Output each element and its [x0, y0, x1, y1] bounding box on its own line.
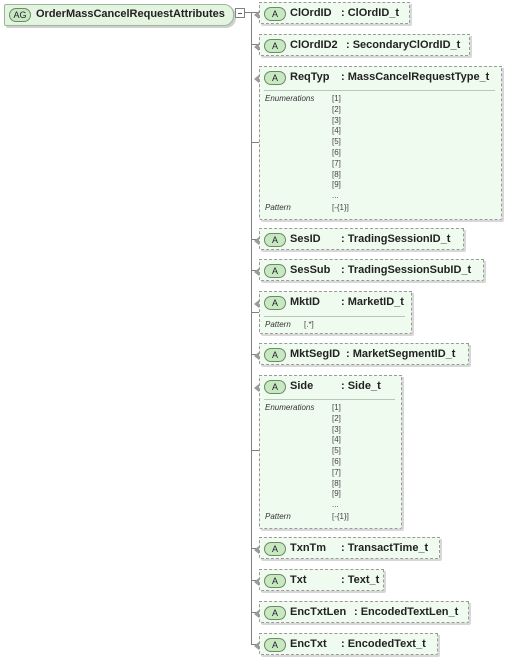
attribute-node-mktid[interactable]: A MktID : MarketID_t Pattern [.*]	[254, 291, 412, 334]
branch-line	[251, 142, 259, 143]
attribute-node-side[interactable]: A Side : Side_t Enumerations [1] [2] [3]…	[254, 375, 402, 529]
attribute-type: : SecondaryClOrdID_t	[346, 39, 461, 51]
attribute-group-badge-icon: AG	[9, 8, 31, 22]
attribute-group-node[interactable]: AG OrderMassCancelRequestAttributes	[4, 4, 234, 26]
enumerations-label: Enumerations	[265, 403, 315, 412]
attribute-connector-icon	[254, 300, 259, 308]
attribute-node-mktsegid[interactable]: A MktSegID : MarketSegmentID_t	[254, 343, 469, 365]
attribute-badge-icon: A	[264, 296, 286, 310]
attribute-name: MktSegID	[290, 348, 341, 360]
attribute-connector-icon	[254, 43, 259, 51]
attribute-badge-icon: A	[264, 638, 286, 652]
attribute-badge-icon: A	[264, 542, 286, 556]
attribute-type: : TradingSessionSubID_t	[341, 264, 472, 276]
pattern-label: Pattern	[265, 320, 291, 329]
attribute-name: MktID	[290, 296, 320, 308]
attribute-badge-icon: A	[264, 348, 286, 362]
attribute-name: TxnTm	[290, 542, 327, 554]
connector-line	[244, 12, 251, 13]
attribute-node-txt[interactable]: A Txt : Text_t	[254, 569, 384, 591]
attribute-name: Side	[290, 380, 314, 392]
attribute-connector-icon	[254, 352, 259, 360]
attribute-connector-icon	[254, 237, 259, 245]
attribute-connector-icon	[254, 75, 259, 83]
attribute-connector-icon	[254, 11, 259, 19]
pattern-value: [-{1}]	[332, 203, 349, 212]
pattern-value: [-{1}]	[332, 512, 349, 521]
attribute-node-enctxt[interactable]: A EncTxt : EncodedText_t	[254, 633, 438, 655]
attribute-name: ReqTyp	[290, 71, 330, 83]
enumerations-label: Enumerations	[265, 94, 315, 103]
attribute-badge-icon: A	[264, 574, 286, 588]
attribute-name: ClOrdID	[290, 7, 332, 19]
attribute-type: : Text_t	[341, 574, 380, 586]
attribute-node-sesid[interactable]: A SesID : TradingSessionID_t	[254, 228, 464, 250]
attribute-connector-icon	[254, 268, 259, 276]
attribute-node-clordid[interactable]: A ClOrdID : ClOrdID_t	[254, 2, 410, 24]
attribute-connector-icon	[254, 578, 259, 586]
attribute-name: EncTxt	[290, 638, 327, 650]
collapse-toggle-icon[interactable]	[235, 8, 245, 18]
attribute-type: : Side_t	[341, 380, 381, 392]
attribute-name: ClOrdID2	[290, 39, 338, 51]
attribute-node-clordid2[interactable]: A ClOrdID2 : SecondaryClOrdID_t	[254, 34, 470, 56]
attribute-type: : EncodedTextLen_t	[354, 606, 459, 618]
attribute-connector-icon	[254, 546, 259, 554]
branch-line	[251, 450, 259, 451]
facet-separator	[264, 316, 405, 317]
tree-trunk-line	[251, 12, 252, 644]
attribute-badge-icon: A	[264, 39, 286, 53]
attribute-group-title: OrderMassCancelRequestAttributes	[36, 8, 225, 20]
attribute-connector-icon	[254, 384, 259, 392]
enumerations-values: [1] [2] [3] [4] [5] [6] [7] [8] [9] ...	[332, 403, 341, 510]
attribute-node-reqtyp[interactable]: A ReqTyp : MassCancelRequestType_t Enume…	[254, 66, 502, 220]
attribute-name: Txt	[290, 574, 307, 586]
attribute-badge-icon: A	[264, 233, 286, 247]
attribute-badge-icon: A	[264, 7, 286, 21]
attribute-badge-icon: A	[264, 380, 286, 394]
attribute-type: : TransactTime_t	[341, 542, 429, 554]
attribute-badge-icon: A	[264, 71, 286, 85]
attribute-connector-icon	[254, 642, 259, 650]
attribute-badge-icon: A	[264, 264, 286, 278]
attribute-node-enctxtlen[interactable]: A EncTxtLen : EncodedTextLen_t	[254, 601, 469, 623]
attribute-type: : MassCancelRequestType_t	[341, 71, 490, 83]
attribute-type: : MarketSegmentID_t	[346, 348, 456, 360]
attribute-type: : ClOrdID_t	[341, 7, 400, 19]
attribute-type: : EncodedText_t	[341, 638, 426, 650]
pattern-label: Pattern	[265, 512, 291, 521]
pattern-label: Pattern	[265, 203, 291, 212]
attribute-node-sessub[interactable]: A SesSub : TradingSessionSubID_t	[254, 259, 484, 281]
attribute-name: SesSub	[290, 264, 331, 276]
attribute-name: EncTxtLen	[290, 606, 347, 618]
attribute-type: : TradingSessionID_t	[341, 233, 451, 245]
pattern-value: [.*]	[304, 320, 314, 329]
attribute-connector-icon	[254, 610, 259, 618]
attribute-name: SesID	[290, 233, 321, 245]
branch-line	[251, 312, 259, 313]
attribute-type: : MarketID_t	[341, 296, 404, 308]
attribute-badge-icon: A	[264, 606, 286, 620]
facet-separator	[264, 399, 395, 400]
attribute-node-txntm[interactable]: A TxnTm : TransactTime_t	[254, 537, 440, 559]
enumerations-values: [1] [2] [3] [4] [5] [6] [7] [8] [9] ...	[332, 94, 341, 201]
facet-separator	[264, 90, 495, 91]
